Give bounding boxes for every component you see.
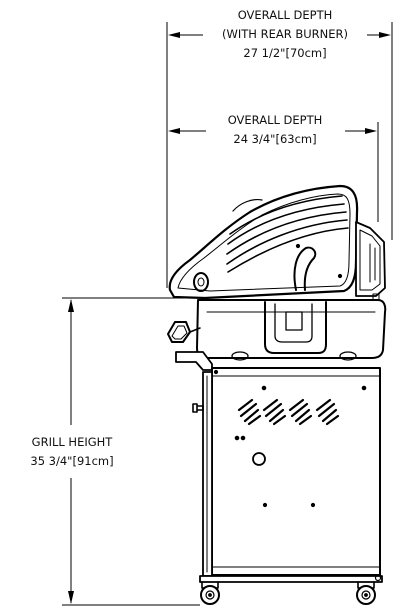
arrowhead-right: [379, 32, 391, 38]
dimension-overall-depth-rear: OVERALL DEPTH (WITH REAR BURNER) 27 1/2"…: [166, 8, 393, 288]
grill-height-label: GRILL HEIGHT: [32, 435, 114, 449]
grill-side-view: [167, 184, 387, 605]
dimension-grill-height: GRILL HEIGHT 35 3/4"[91cm]: [30, 297, 200, 606]
cart-side-post: [192, 371, 213, 577]
overall-depth-rear-value: 27 1/2"[70cm]: [243, 46, 326, 60]
overall-depth-rear-label: OVERALL DEPTH: [238, 8, 333, 22]
arrowhead-bottom: [68, 591, 74, 604]
rear-burner-housing: [355, 221, 386, 301]
arrowhead-top: [68, 299, 74, 312]
grill-lid: [168, 184, 359, 300]
front-caster: [200, 581, 220, 605]
arrowhead-left: [168, 128, 180, 134]
cart-base: [199, 575, 383, 583]
cabinet-details: [213, 369, 316, 508]
side-shelf-bracket: [175, 351, 213, 371]
overall-depth-rear-sublabel: (WITH REAR BURNER): [222, 27, 348, 41]
grill-body: [196, 299, 387, 361]
overall-depth-value: 24 3/4"[63cm]: [233, 132, 316, 146]
cart-cabinet: [211, 367, 381, 576]
arrowhead-left: [168, 32, 180, 38]
dimension-overall-depth: OVERALL DEPTH 24 3/4"[63cm]: [168, 113, 379, 222]
rear-caster: [356, 574, 382, 605]
vent-louvres: [237, 398, 340, 426]
overall-depth-label: OVERALL DEPTH: [228, 113, 323, 127]
grill-height-value: 35 3/4"[91cm]: [30, 454, 113, 468]
arrowhead-right: [365, 128, 377, 134]
control-knob: [167, 321, 201, 343]
